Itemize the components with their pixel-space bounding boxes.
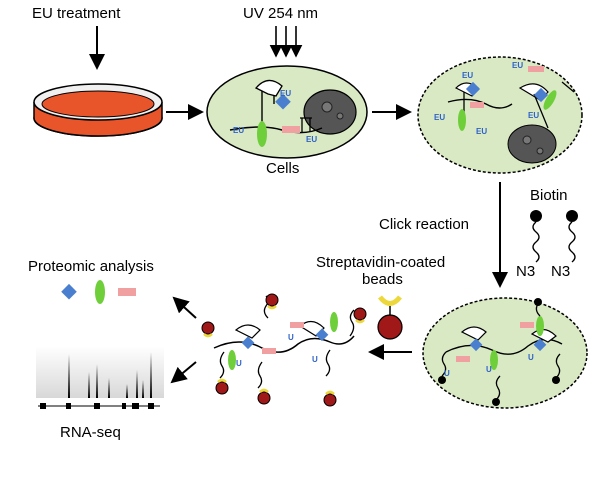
u-mark: U [528, 353, 534, 362]
eu-mark: EU [306, 135, 317, 144]
arrow-to-rnaseq [170, 361, 197, 384]
click-reaction-label: Click reaction [379, 216, 469, 233]
eu-mark: EU [233, 126, 244, 135]
streptavidin-label-line2: beads [362, 271, 403, 288]
n3-label-1: N3 [516, 263, 535, 280]
eu-mark: EU [476, 127, 487, 136]
n3-label-2: N3 [551, 263, 570, 280]
cells-label: Cells [266, 160, 299, 177]
petri-dish [33, 83, 163, 137]
rnaseq-label: RNA-seq [60, 424, 121, 441]
u-mark: U [312, 355, 318, 364]
cell-crosslinked: EU EU EU EU EU [417, 56, 583, 174]
u-mark: U [486, 365, 492, 374]
bead-icon [377, 295, 403, 340]
eu-mark: EU [280, 89, 291, 98]
pulldown-complexes: U U U [201, 293, 367, 407]
eu-mark: EU [512, 61, 523, 70]
rnaseq-track [36, 346, 164, 409]
arrow-to-proteomic [172, 296, 197, 319]
protein-icons [61, 280, 136, 304]
proteomic-label: Proteomic analysis [28, 258, 154, 275]
cell-biotinylated: U U U [422, 297, 588, 409]
eu-mark: EU [528, 111, 539, 120]
eu-mark: EU [434, 113, 445, 122]
u-mark: U [444, 369, 450, 378]
eu-treatment-label: EU treatment [32, 5, 121, 22]
u-mark: U [236, 359, 242, 368]
u-mark: U [288, 333, 294, 342]
biotin-azide-icons [530, 210, 578, 263]
streptavidin-label-line1: Streptavidin-coated [316, 254, 445, 271]
uv-label: UV 254 nm [243, 5, 318, 22]
eu-mark: EU [462, 71, 473, 80]
uv-arrows [269, 26, 303, 58]
cell-uv: EU EU EU [206, 65, 368, 159]
biotin-label: Biotin [530, 187, 568, 204]
